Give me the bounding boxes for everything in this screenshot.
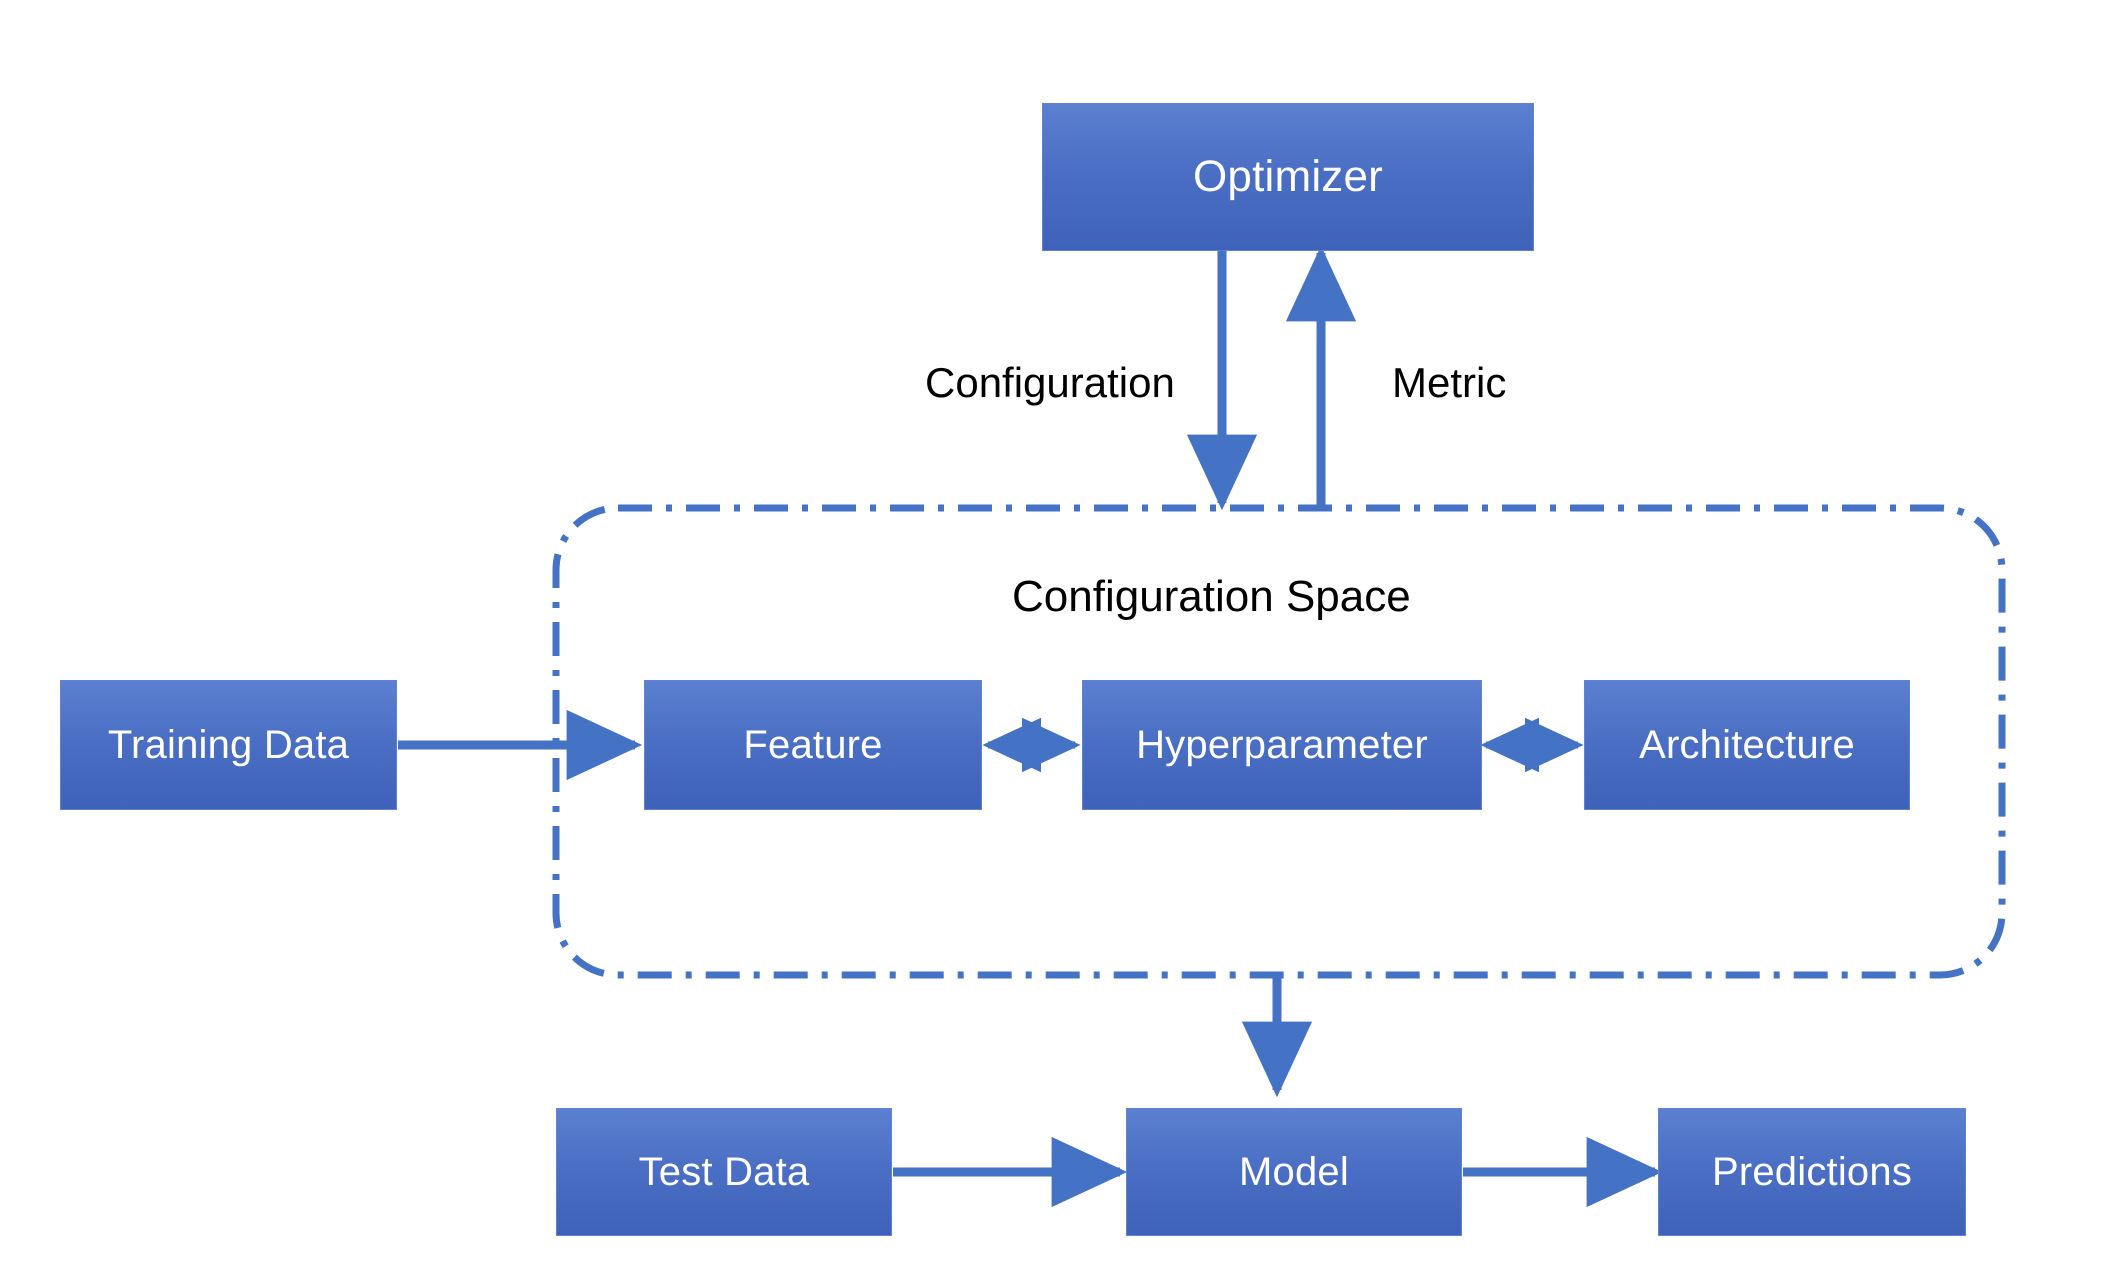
node-predictions[interactable]: Predictions — [1658, 1108, 1966, 1236]
node-optimizer[interactable]: Optimizer — [1042, 103, 1534, 251]
node-training-data-label: Training Data — [107, 723, 350, 767]
node-test-data[interactable]: Test Data — [556, 1108, 892, 1236]
node-model[interactable]: Model — [1126, 1108, 1462, 1236]
node-test-data-label: Test Data — [638, 1150, 810, 1194]
node-architecture[interactable]: Architecture — [1584, 680, 1910, 810]
configuration-space-title: Configuration Space — [1012, 572, 1411, 621]
edge-label-metric: Metric — [1392, 359, 1507, 406]
node-feature[interactable]: Feature — [644, 680, 982, 810]
node-feature-label: Feature — [743, 723, 883, 767]
node-predictions-label: Predictions — [1711, 1150, 1913, 1194]
node-training-data[interactable]: Training Data — [60, 680, 397, 810]
edge-label-configuration: Configuration — [925, 359, 1175, 406]
node-hyperparameter-label: Hyperparameter — [1136, 723, 1428, 767]
node-optimizer-label: Optimizer — [1192, 152, 1384, 201]
node-hyperparameter[interactable]: Hyperparameter — [1082, 680, 1482, 810]
node-architecture-label: Architecture — [1639, 723, 1855, 767]
node-model-label: Model — [1239, 1150, 1349, 1194]
